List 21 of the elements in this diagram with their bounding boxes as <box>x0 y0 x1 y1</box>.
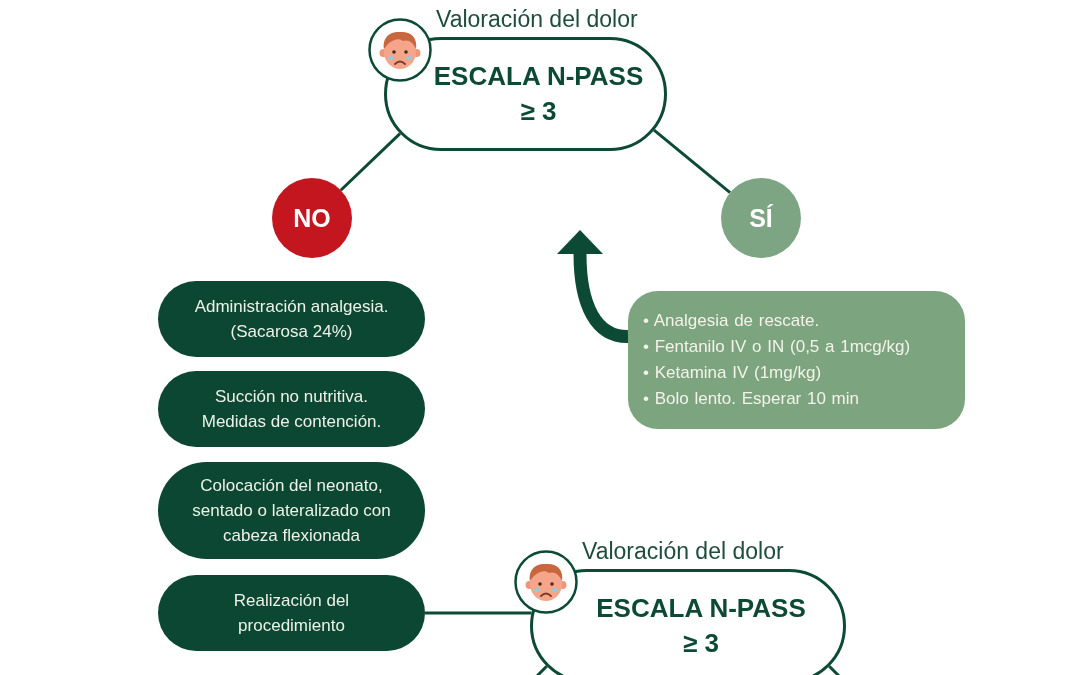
bullet-item: • Ketamina IV (1mg/kg) <box>643 362 822 384</box>
action-text: Medidas de contención. <box>200 411 383 433</box>
connector-line <box>535 665 548 675</box>
action-text: Realización del procedimiento <box>232 590 351 637</box>
action-text: Colocación del neonato, sentado o lateralizado con cabeza flexionada <box>191 475 392 547</box>
action-text: Succión no nutritiva. <box>213 386 370 408</box>
connector-line <box>653 129 732 194</box>
connector-line <box>425 611 532 615</box>
answer-label: SÍ <box>749 203 773 233</box>
scale-label: ESCALA N-PASS ≥ 3 <box>432 60 645 128</box>
bullet-item: • Fentanilo IV o IN (0,5 a 1mcg/kg) <box>643 336 911 358</box>
answer-label: NO <box>293 203 331 233</box>
node-heading: Valoración del dolor <box>582 537 784 565</box>
rescue-info-box <box>628 291 965 429</box>
bullet-item: • Bolo lento. Esperar 10 min <box>643 388 859 410</box>
bullet-item: • Analgesia de rescate. <box>643 310 820 332</box>
scale-label: ESCALA N-PASS ≥ 3 <box>595 592 807 660</box>
node-heading: Valoración del dolor <box>436 5 638 33</box>
connector-line <box>339 132 402 192</box>
action-text: Administración analgesia. (Sacarosa 24%) <box>193 296 390 343</box>
connector-line <box>828 665 841 675</box>
